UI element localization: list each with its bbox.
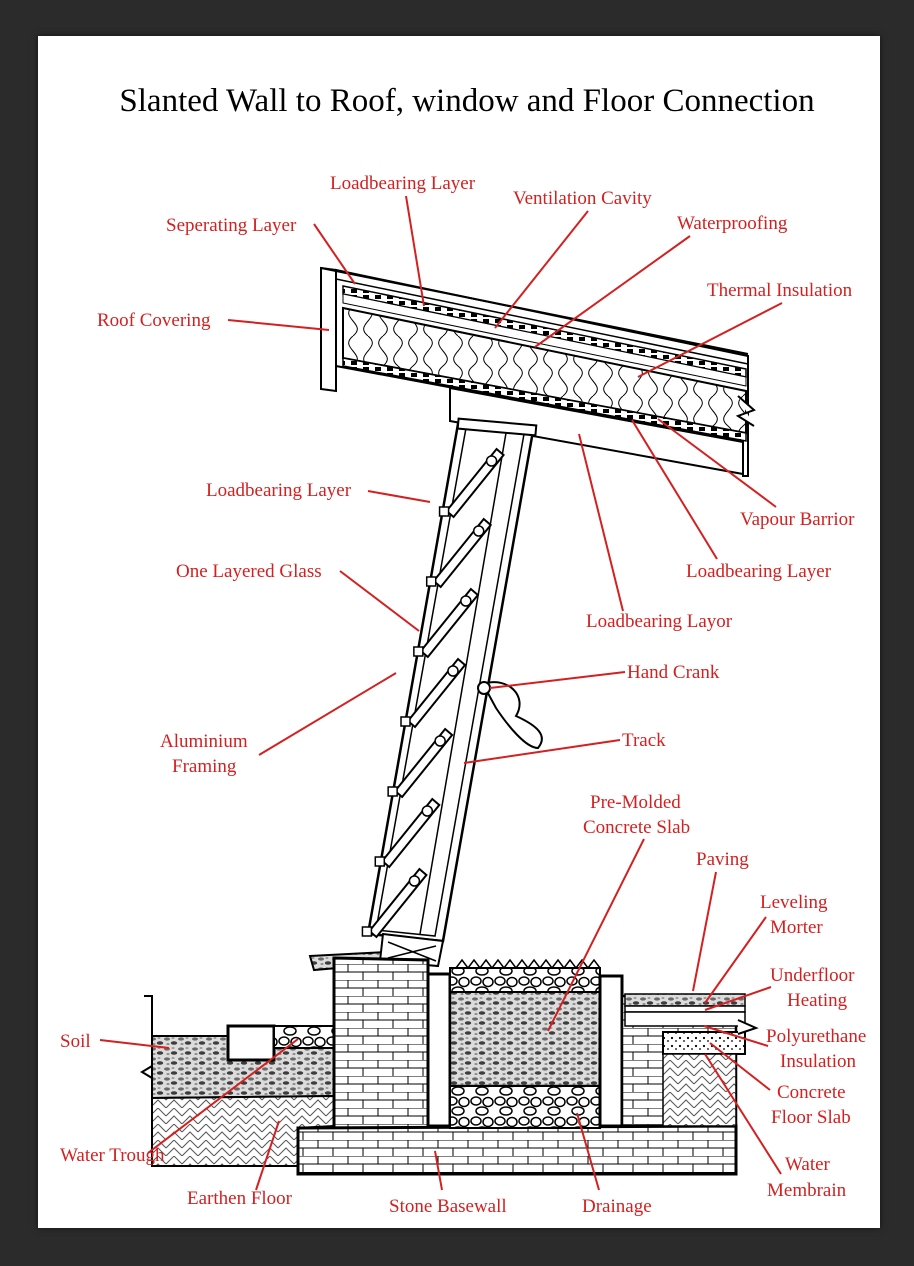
- label-paving: Paving: [696, 849, 749, 870]
- diagram-title: Slanted Wall to Roof, window and Floor C…: [119, 83, 815, 119]
- leader-lines: [99, 195, 783, 1191]
- louvre-clip: [361, 926, 373, 937]
- louvre-clip: [438, 506, 450, 517]
- louvre-hinge: [434, 735, 446, 747]
- louvre-hinge: [485, 455, 498, 467]
- label-aluminium: Aluminium: [160, 731, 248, 752]
- label-loadbearing-layer-wall: Loadbearing Layer: [206, 480, 352, 501]
- label-framing: Framing: [172, 756, 237, 777]
- label-water: Water: [785, 1154, 831, 1175]
- label-water-trough: Water Trough: [60, 1145, 165, 1166]
- hand-crank-shape: [477, 681, 543, 750]
- label-thermal-insulation: Thermal Insulation: [707, 280, 853, 301]
- label-drainage: Drainage: [582, 1196, 652, 1217]
- label-polyurethane: Polyurethane: [766, 1026, 866, 1047]
- label-concrete-slab: Concrete Slab: [583, 817, 690, 838]
- label-waterproofing: Waterproofing: [677, 213, 788, 234]
- label-vapour-barrior: Vapour Barrior: [740, 509, 855, 530]
- label-morter: Morter: [770, 917, 823, 938]
- label-insulation: Insulation: [780, 1051, 856, 1072]
- louvre-clip: [387, 786, 398, 797]
- label-one-layered-glass: One Layered Glass: [176, 561, 322, 582]
- label-seperating-layer: Seperating Layer: [166, 215, 297, 236]
- louvre-clip: [425, 576, 437, 587]
- label-concrete: Concrete: [777, 1082, 846, 1103]
- label-underfloor: Underfloor: [770, 965, 855, 986]
- section-drawing: Loadbearing Layer Ventilation Cavity Sep…: [60, 173, 866, 1217]
- label-earthen-floor: Earthen Floor: [187, 1188, 293, 1209]
- roof-assembly: [320, 266, 756, 477]
- foundation-assembly: [140, 956, 759, 1176]
- louvre-hinge: [447, 665, 459, 677]
- label-heating: Heating: [787, 990, 848, 1011]
- louvre-hinge: [421, 805, 434, 817]
- louvre-hinge: [472, 525, 485, 537]
- label-ventilation-cavity: Ventilation Cavity: [513, 188, 652, 209]
- label-membrain: Membrain: [767, 1180, 847, 1201]
- slanted-window-wall: [308, 417, 543, 972]
- louvre-hinge: [408, 875, 421, 887]
- label-track: Track: [622, 730, 666, 751]
- callout-labels: Loadbearing Layer Ventilation Cavity Sep…: [60, 173, 866, 1217]
- label-pre-molded: Pre-Molded: [590, 792, 681, 813]
- label-loadbearing-layer-right: Loadbearing Layer: [686, 561, 832, 582]
- label-leveling: Leveling: [760, 892, 828, 913]
- louvre-clip: [413, 646, 424, 657]
- louvre-hinge: [460, 595, 472, 607]
- label-roof-covering: Roof Covering: [97, 310, 211, 331]
- label-stone-basewall: Stone Basewall: [389, 1196, 507, 1217]
- label-floor-slab: Floor Slab: [771, 1107, 851, 1128]
- louvre-clip: [400, 716, 411, 727]
- label-loadbearing-layer-top: Loadbearing Layer: [330, 173, 476, 194]
- label-loadbearing-layor: Loadbearing Layor: [586, 611, 733, 632]
- label-soil: Soil: [60, 1031, 91, 1052]
- drawing-sheet: Slanted Wall to Roof, window and Floor C…: [38, 36, 880, 1228]
- louvre-clip: [374, 856, 386, 867]
- label-hand-crank: Hand Crank: [627, 662, 720, 683]
